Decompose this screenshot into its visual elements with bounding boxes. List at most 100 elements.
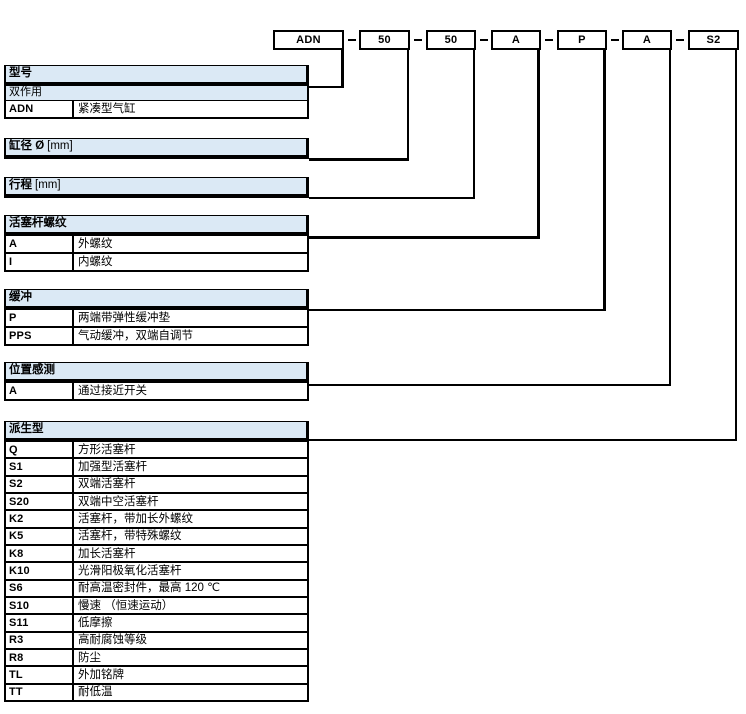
table-row: S6 耐高温密封件，最高 120 ℃ <box>4 580 309 599</box>
desc-cell: 外螺纹 <box>78 237 113 250</box>
section-header: 位置感测 <box>4 362 309 383</box>
connector-vline-stroke <box>472 49 475 199</box>
connector-hline-cushioning <box>309 308 606 311</box>
code-cell: K8 <box>6 546 74 562</box>
connector-vline-rod-thread <box>537 49 540 239</box>
connector-vline-position-sensing <box>668 49 671 386</box>
code-box-rod-thread: A <box>491 30 541 50</box>
dash-separator <box>479 38 488 41</box>
connector-hline-model <box>309 85 344 88</box>
table-row: A 通过接近开关 <box>4 383 309 401</box>
section-title: 缓冲 <box>9 291 32 303</box>
desc-cell: 耐高温密封件，最高 120 ℃ <box>78 582 220 595</box>
code-cell: S11 <box>6 615 74 631</box>
desc-cell: 外加铭牌 <box>78 668 124 681</box>
section-title: 派生型 <box>9 423 44 435</box>
table-row: S10 慢速 （恒速运动） <box>4 598 309 616</box>
code-box-variant: S2 <box>688 30 739 50</box>
section-model: 型号 双作用 ADN 紧凑型气缸 <box>4 65 309 119</box>
section-cushioning: 缓冲 P 两端带弹性缓冲垫 PPS 气动缓冲，双端自调节 <box>4 289 309 346</box>
code-cell: R8 <box>6 650 74 666</box>
table-row: K10 光滑阳极氧化活塞杆 <box>4 563 309 581</box>
desc-cell: 光滑阳极氧化活塞杆 <box>78 564 182 577</box>
table-row: I 内螺纹 <box>4 254 309 272</box>
table-row: R3 高耐腐蚀等级 <box>4 632 309 651</box>
dash-separator <box>347 38 356 41</box>
connector-hline-bore <box>309 158 409 161</box>
table-row: P 两端带弹性缓冲垫 <box>4 310 309 328</box>
desc-cell: 加强型活塞杆 <box>78 460 147 473</box>
section-bore: 缸径 Ø[mm] <box>4 138 309 159</box>
code-cell: ADN <box>6 101 74 117</box>
section-stroke: 行程[mm] <box>4 177 309 198</box>
code-cell: Q <box>6 442 74 458</box>
connector-vline-bore <box>406 49 409 161</box>
code-box-model: ADN <box>273 30 344 50</box>
desc-cell: 气动缓冲，双端自调节 <box>78 329 193 342</box>
section-header: 活塞杆螺纹 <box>4 215 309 236</box>
desc-cell: 内螺纹 <box>78 255 113 268</box>
dash-separator <box>610 38 619 41</box>
desc-cell: 双端中空活塞杆 <box>78 495 159 508</box>
code-cell: TT <box>6 684 74 701</box>
code-cell: K10 <box>6 563 74 579</box>
connector-hline-variant <box>309 438 737 441</box>
section-rod-thread: 活塞杆螺纹 A 外螺纹 I 内螺纹 <box>4 215 309 272</box>
section-title: 行程 <box>9 179 32 191</box>
desc-cell: 双端活塞杆 <box>78 478 136 491</box>
table-row: K5 活塞杆，带特殊螺纹 <box>4 528 309 547</box>
code-cell: S2 <box>6 476 74 493</box>
code-cell: K5 <box>6 528 74 545</box>
desc-cell: 方形活塞杆 <box>78 443 136 456</box>
table-row: TL 外加铭牌 <box>4 667 309 685</box>
desc-cell: 加长活塞杆 <box>78 547 136 560</box>
table-row: S11 低摩擦 <box>4 615 309 633</box>
table-row: Q 方形活塞杆 <box>4 442 309 460</box>
table-row: S2 双端活塞杆 <box>4 476 309 495</box>
table-row: ADN 紧凑型气缸 <box>4 101 309 119</box>
desc-cell: 防尘 <box>78 651 101 664</box>
code-cell: R3 <box>6 632 74 649</box>
connector-vline-variant <box>734 49 737 441</box>
section-unit: [mm] <box>35 179 61 191</box>
code-box-cushioning: P <box>557 30 607 50</box>
code-box-stroke: 50 <box>426 30 476 50</box>
code-cell: I <box>6 254 74 270</box>
code-cell: S20 <box>6 494 74 510</box>
code-cell: S1 <box>6 459 74 475</box>
section-header: 缸径 Ø[mm] <box>4 138 309 159</box>
desc-cell: 活塞杆，带加长外螺纹 <box>78 512 193 525</box>
desc-cell: 两端带弹性缓冲垫 <box>78 311 170 324</box>
table-row: PPS 气动缓冲，双端自调节 <box>4 328 309 346</box>
code-cell: S10 <box>6 598 74 614</box>
code-cell: TL <box>6 667 74 683</box>
desc-cell: 紧凑型气缸 <box>78 102 136 115</box>
section-header: 派生型 <box>4 421 309 442</box>
table-row: A 外螺纹 <box>4 236 309 254</box>
table-row: S20 双端中空活塞杆 <box>4 494 309 512</box>
desc-cell: 慢速 （恒速运动） <box>78 599 174 612</box>
section-position-sensing: 位置感测 A 通过接近开关 <box>4 362 309 401</box>
desc-cell: 活塞杆，带特殊螺纹 <box>78 530 182 543</box>
dash-separator <box>545 38 553 41</box>
code-cell: A <box>6 383 74 399</box>
table-row: K2 活塞杆，带加长外螺纹 <box>4 511 309 529</box>
connector-vline-model <box>341 49 344 88</box>
code-box-bore: 50 <box>359 30 410 50</box>
section-header: 行程[mm] <box>4 177 309 198</box>
connector-vline-cushioning <box>603 49 606 311</box>
section-unit: [mm] <box>47 140 73 152</box>
code-cell: K2 <box>6 511 74 527</box>
code-cell: S6 <box>6 580 74 597</box>
connector-hline-rod-thread <box>309 236 540 239</box>
desc-cell: 通过接近开关 <box>78 384 147 397</box>
code-cell: P <box>6 310 74 326</box>
table-row: S1 加强型活塞杆 <box>4 459 309 477</box>
table-row: K8 加长活塞杆 <box>4 546 309 564</box>
section-title: 活塞杆螺纹 <box>9 217 67 229</box>
desc-cell: 高耐腐蚀等级 <box>78 634 147 647</box>
table-row: R8 防尘 <box>4 650 309 668</box>
dash-separator <box>414 38 422 41</box>
code-cell: A <box>6 236 74 252</box>
